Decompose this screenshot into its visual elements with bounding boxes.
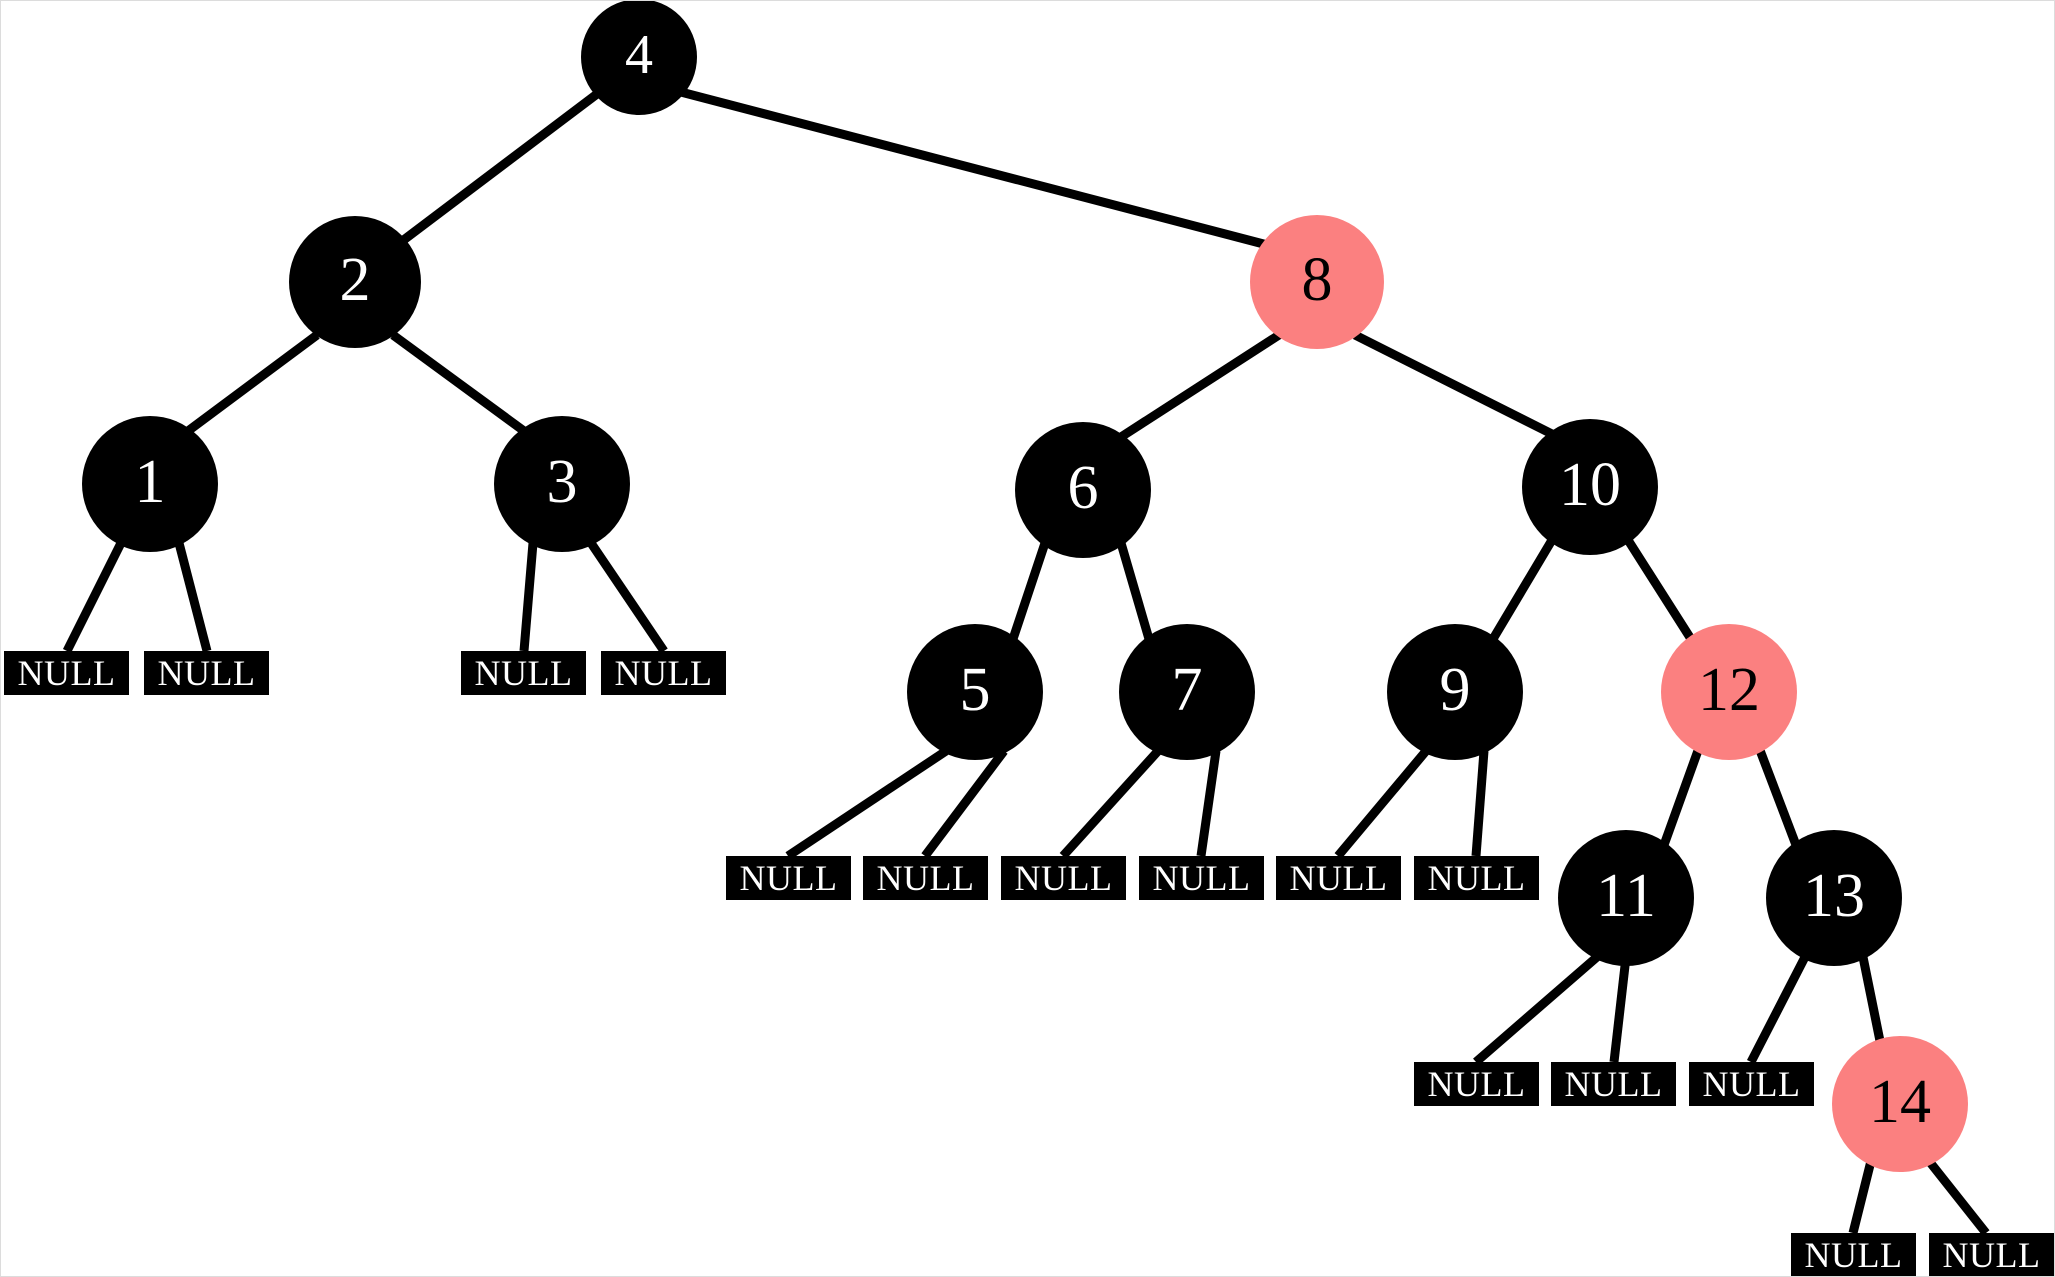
tree-edge (1352, 330, 1555, 439)
tree-node-label: 2 (339, 246, 371, 314)
tree-edge (1334, 748, 1430, 859)
tree-node-1[interactable]: 1 (82, 416, 218, 552)
tree-node-label: 10 (1559, 451, 1621, 519)
tree-node-4[interactable]: 4 (581, 1, 697, 115)
tree-node-3[interactable]: 3 (494, 416, 630, 552)
tree-node-5[interactable]: 5 (907, 624, 1043, 760)
tree-node-6[interactable]: 6 (1015, 422, 1151, 558)
tree-edge (1609, 956, 1631, 1063)
tree-node-label: 9 (1439, 656, 1471, 724)
tree-null-leaf: NULL (1689, 1062, 1814, 1106)
tree-node-10[interactable]: 10 (1522, 419, 1658, 555)
tree-node-label: 7 (1171, 656, 1203, 724)
tree-null-leaf: NULL (726, 856, 851, 900)
tree-edge (519, 542, 538, 652)
tree-edge (62, 540, 126, 654)
tree-node-label: 1 (134, 448, 166, 516)
tree-node-8[interactable]: 8 (1250, 215, 1384, 349)
tree-edge (1659, 743, 1705, 847)
tree-edge (1489, 537, 1556, 642)
tree-node-label: 8 (1301, 246, 1333, 314)
tree-edge (1116, 541, 1154, 641)
tree-edge (675, 86, 1281, 253)
tree-edge (1858, 956, 1885, 1042)
tree-edge (1118, 331, 1282, 441)
tree-null-leaf: NULL (1414, 1062, 1539, 1106)
tree-node-label: 5 (959, 656, 991, 724)
tree-edge (1925, 1158, 1990, 1236)
tree-node-12[interactable]: 12 (1661, 624, 1797, 760)
tree-edge (1471, 750, 1489, 857)
tree-null-leaf: NULL (144, 651, 269, 695)
tree-node-label: 11 (1596, 862, 1656, 930)
tree-edge (1473, 953, 1600, 1066)
tree-node-11[interactable]: 11 (1558, 830, 1694, 966)
tree-null-leaf: NULL (1551, 1062, 1676, 1106)
tree-edge (390, 87, 604, 252)
tree-null-leaf: NULL (1791, 1233, 1916, 1276)
tree-edge (1753, 743, 1801, 847)
tree-node-9[interactable]: 9 (1387, 624, 1523, 760)
tree-edge (1848, 1159, 1876, 1235)
tree-edge (390, 331, 527, 435)
tree-edge (1624, 537, 1695, 642)
tree-node-14[interactable]: 14 (1832, 1036, 1968, 1172)
tree-null-leaf: NULL (1276, 856, 1401, 900)
tree-null-leaf: NULL (4, 651, 129, 695)
tree-edge (1008, 541, 1050, 641)
tree-null-leaf: NULL (601, 651, 726, 695)
tree-node-7[interactable]: 7 (1119, 624, 1255, 760)
tree-edge (185, 331, 320, 435)
tree-edge (1059, 747, 1162, 860)
tree-null-leaf: NULL (1929, 1233, 2054, 1276)
tree-edge (1746, 954, 1810, 1065)
tree-edge (174, 541, 212, 653)
tree-node-label: 14 (1869, 1068, 1931, 1136)
tree-node-label: 3 (546, 448, 578, 516)
tree-null-leaf: NULL (1414, 856, 1539, 900)
tree-node-label: 13 (1803, 862, 1865, 930)
tree-edge (1196, 750, 1221, 857)
tree-null-leaf: NULL (461, 651, 586, 695)
tree-edge (587, 540, 668, 654)
tree-node-2[interactable]: 2 (289, 216, 421, 348)
tree-null-leaf: NULL (1001, 856, 1126, 900)
tree-null-leaf: NULL (1139, 856, 1264, 900)
tree-edge (785, 747, 949, 860)
tree-edge (921, 748, 1008, 859)
tree-node-label: 12 (1698, 656, 1760, 724)
tree-node-label: 6 (1067, 454, 1099, 522)
tree-node-13[interactable]: 13 (1766, 830, 1902, 966)
tree-node-label: 4 (625, 24, 653, 86)
tree-null-leaf: NULL (863, 856, 988, 900)
